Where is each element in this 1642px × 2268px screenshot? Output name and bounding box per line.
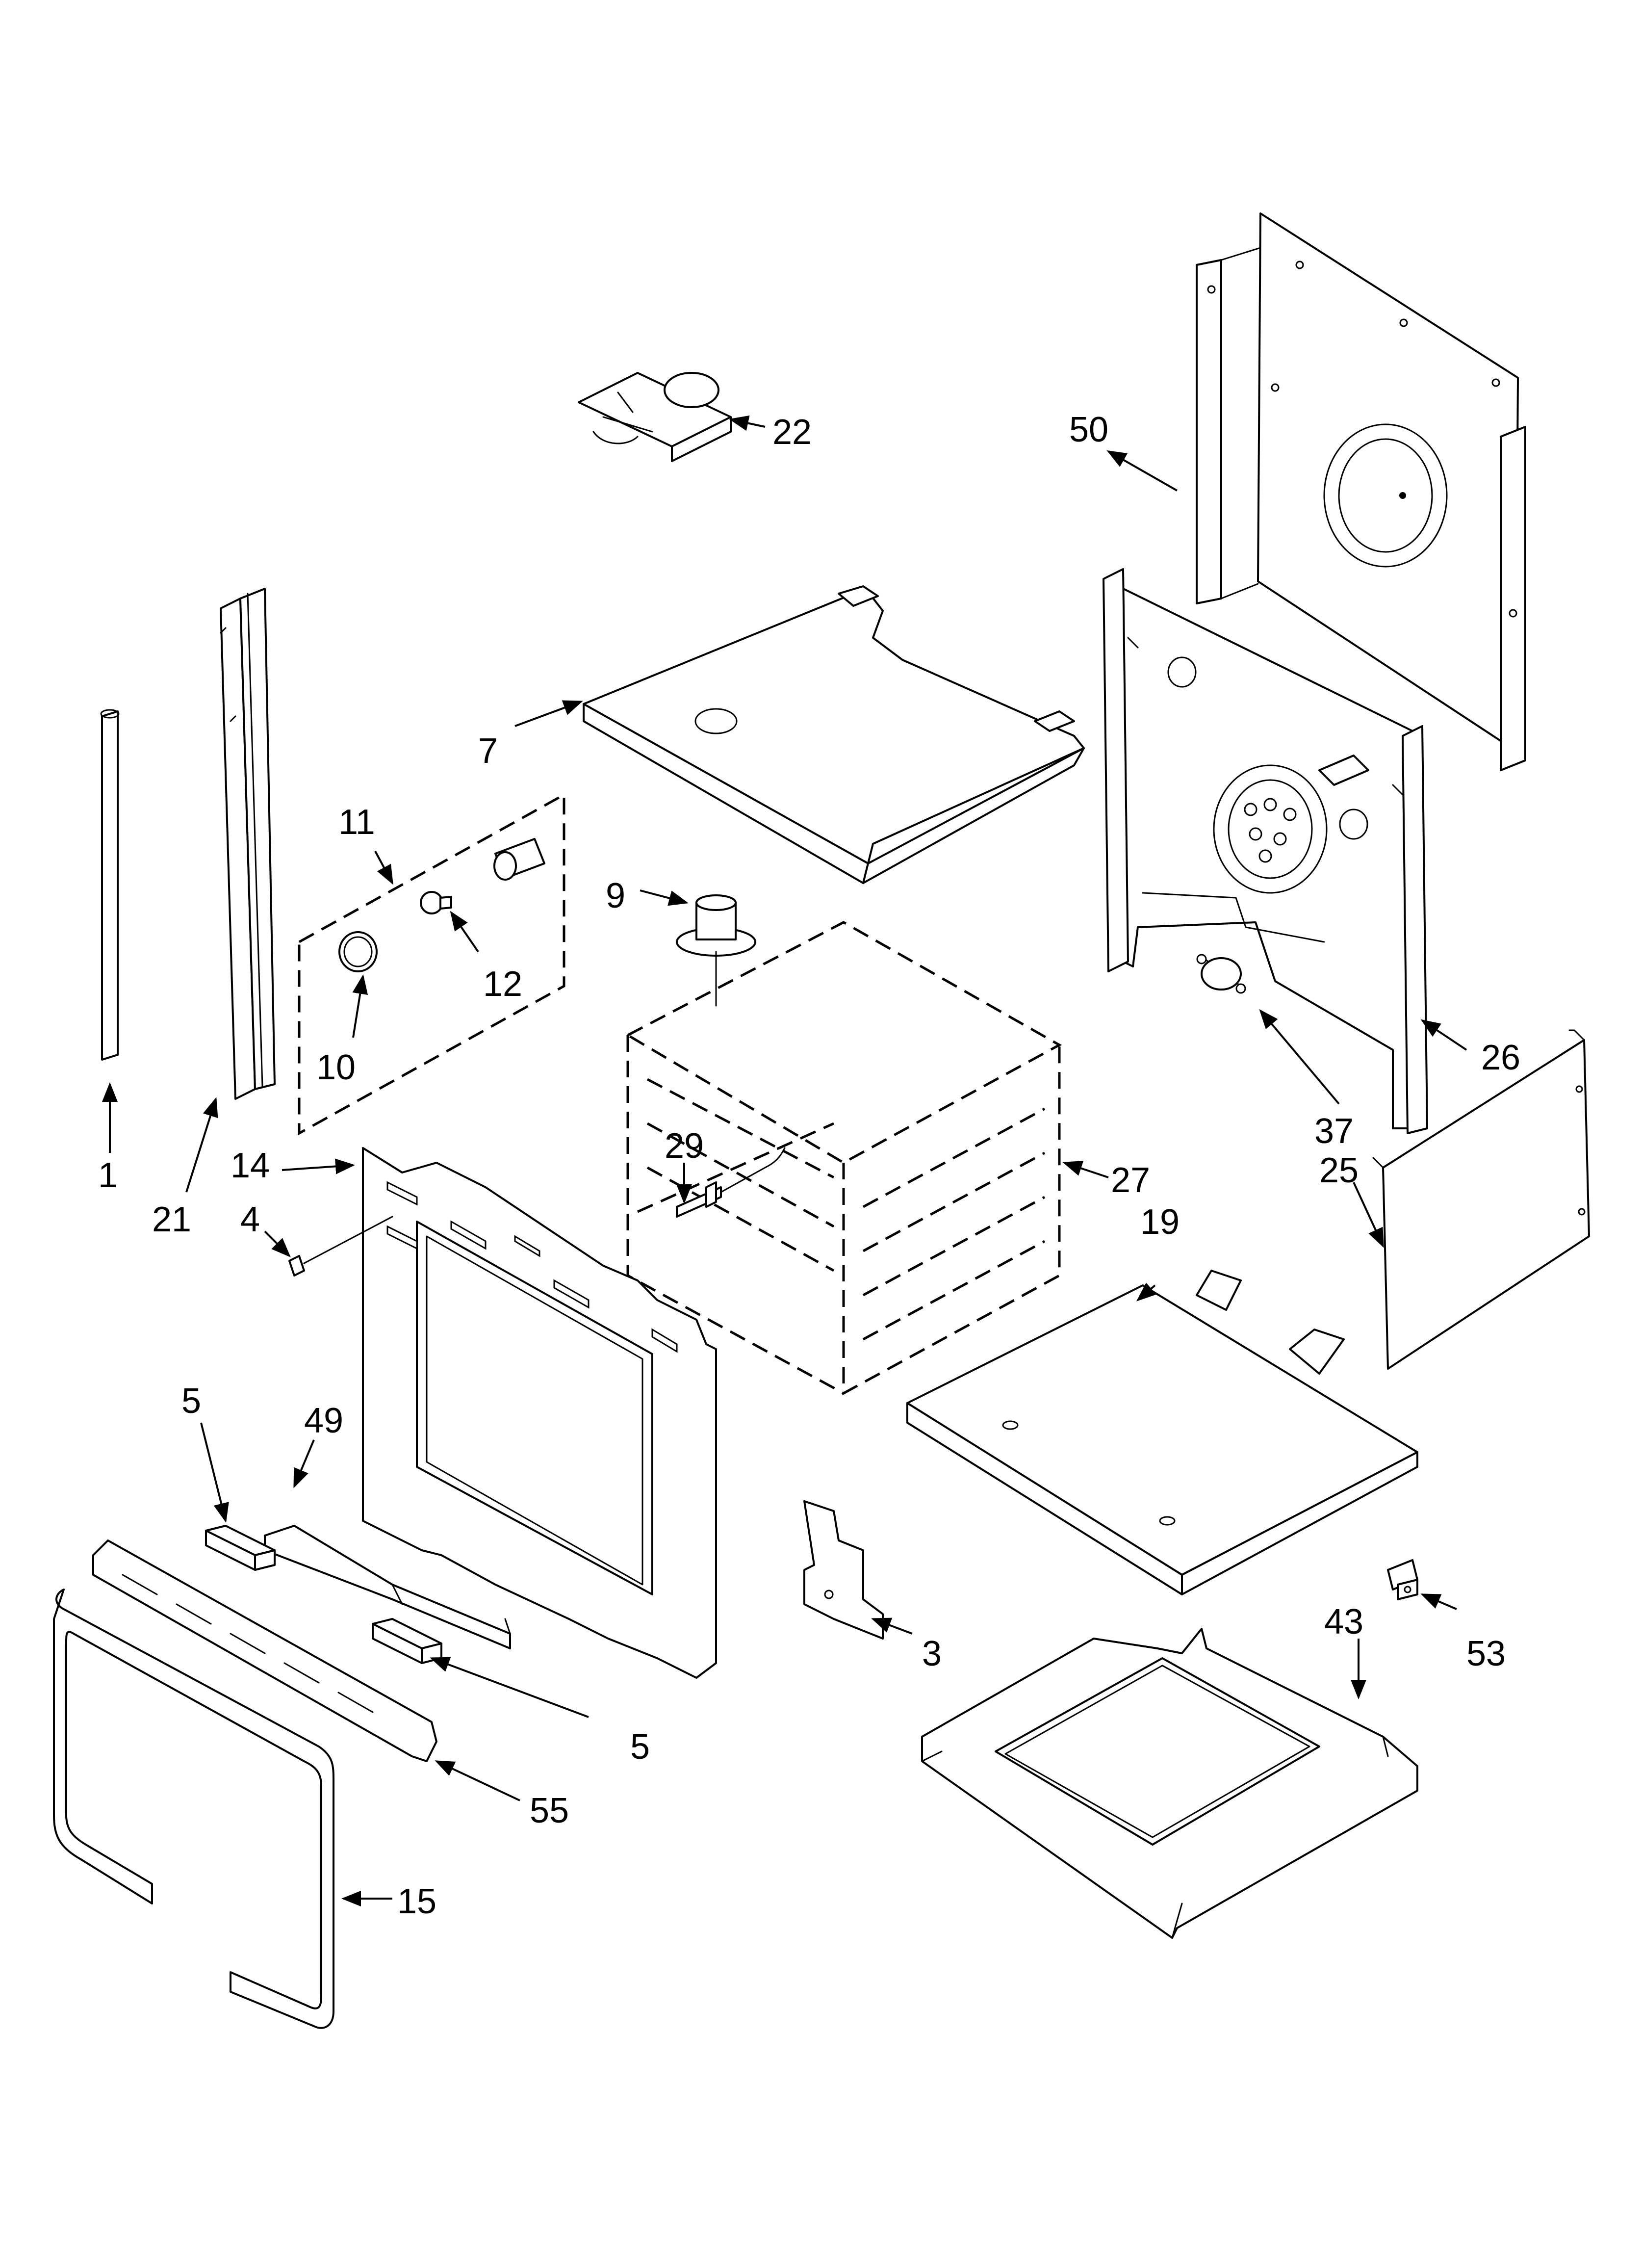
part-12-bulb: [420, 891, 443, 914]
callout-5-lower: 5: [630, 1727, 650, 1767]
part-15-door-gasket: [53, 1589, 334, 2029]
part-29-sensor: [676, 1147, 786, 1218]
part-5-block-lower: [372, 1618, 442, 1664]
part-37-thermostat: [1196, 954, 1246, 994]
callout-53: 53: [1466, 1634, 1506, 1673]
callout-7: 7: [478, 731, 498, 771]
part-25-side-panel: [1372, 1029, 1590, 1370]
part-11-light-assembly-group: [298, 792, 565, 1136]
part-22-switch-assembly: [578, 372, 732, 462]
callout-14: 14: [231, 1146, 270, 1185]
part-26-back-wall: [1103, 568, 1428, 1134]
callout-22: 22: [772, 413, 812, 452]
part-50-rear-panel: [1196, 212, 1526, 771]
part-14-front-frame: [362, 1147, 717, 1679]
part-19-bottom-plate: [906, 1270, 1418, 1595]
callout-25: 25: [1319, 1151, 1359, 1190]
callout-43: 43: [1324, 1602, 1363, 1642]
callout-50: 50: [1069, 410, 1108, 449]
callout-5-upper: 5: [181, 1382, 201, 1421]
callout-29: 29: [665, 1126, 704, 1166]
callout-15: 15: [397, 1882, 436, 1921]
callout-21: 21: [152, 1200, 191, 1239]
part-4-screw: [288, 1216, 393, 1277]
callout-55: 55: [530, 1791, 569, 1830]
part-43-bottom-pan: [921, 1628, 1418, 1939]
part-5-block-upper: [205, 1525, 276, 1571]
callout-19: 19: [1140, 1202, 1180, 1242]
callout-10: 10: [316, 1048, 356, 1087]
part-53-clip: [1387, 1559, 1418, 1600]
part-21-side-rail: [220, 588, 276, 1100]
callout-49: 49: [304, 1401, 343, 1440]
callout-27: 27: [1111, 1161, 1150, 1200]
callout-3: 3: [922, 1634, 942, 1673]
callout-11: 11: [338, 803, 375, 842]
callout-4: 4: [240, 1200, 260, 1239]
callout-12: 12: [483, 965, 522, 1004]
callout-1: 1: [98, 1156, 118, 1195]
callout-9: 9: [606, 876, 625, 915]
callout-labels: 1 21 22 50 7 9 11 12 10 26 37 25 27 29 1…: [98, 410, 1520, 1921]
part-55-vent-trim: [92, 1539, 437, 1762]
callout-37: 37: [1314, 1112, 1354, 1151]
part-49-bracket: [264, 1525, 511, 1649]
leader-lines: [102, 415, 1467, 1906]
callout-26: 26: [1481, 1038, 1520, 1077]
part-9-fan-motor: [676, 894, 756, 1007]
part-3-hinge-bracket: [803, 1500, 884, 1640]
part-1-trim-strip: [100, 709, 120, 1061]
part-7-top-panel: [583, 585, 1085, 884]
